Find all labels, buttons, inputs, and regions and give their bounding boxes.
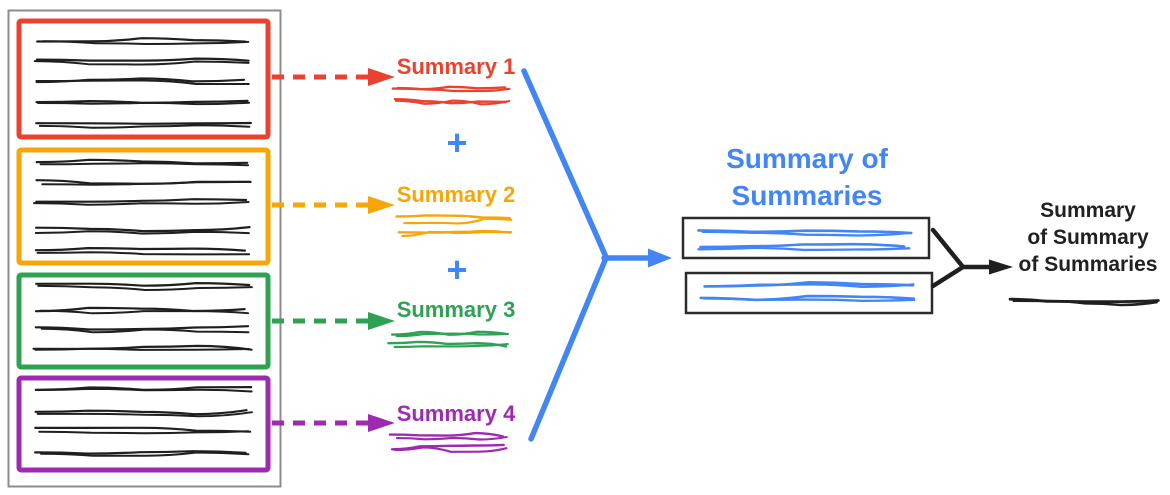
summary-1-scribble — [391, 85, 511, 106]
final-summary-label-line1: Summary — [1040, 199, 1136, 222]
summary-of-summaries-title-line2: Summaries — [731, 180, 883, 211]
plus-sign-1: + — [446, 122, 468, 163]
summary-2-scribble — [395, 214, 513, 238]
summary-of-summaries-title-line1: Summary of — [726, 143, 888, 174]
passage-1-box — [16, 18, 271, 140]
summary-4-scribble — [388, 431, 508, 453]
summary-label-4: Summary 4 — [396, 401, 516, 426]
summary-label-3: Summary 3 — [396, 297, 516, 322]
passage-2-box — [16, 147, 271, 266]
final-summary-label-line3: of Summaries — [1018, 253, 1158, 276]
map-arrows — [272, 68, 395, 432]
summary-of-summaries-title: Summary of Summaries — [688, 140, 926, 214]
summary-3-scribble — [387, 330, 510, 349]
passage-3-box — [16, 272, 271, 370]
reduce-arrow-blue — [521, 68, 672, 442]
plus-sign-2: + — [446, 249, 468, 290]
summary-label-2: Summary 2 — [396, 182, 516, 207]
passage-4-box — [16, 375, 271, 473]
summary-label-1: Summary 1 — [396, 54, 516, 79]
summary-of-summaries-boxes — [681, 216, 934, 315]
final-summary-label: Summary of Summary of Summaries — [1003, 197, 1170, 278]
final-summary-label-line2: of Summary — [1027, 226, 1149, 249]
reduce-arrow-black — [930, 227, 1013, 289]
final-summary-scribble — [1008, 297, 1160, 307]
